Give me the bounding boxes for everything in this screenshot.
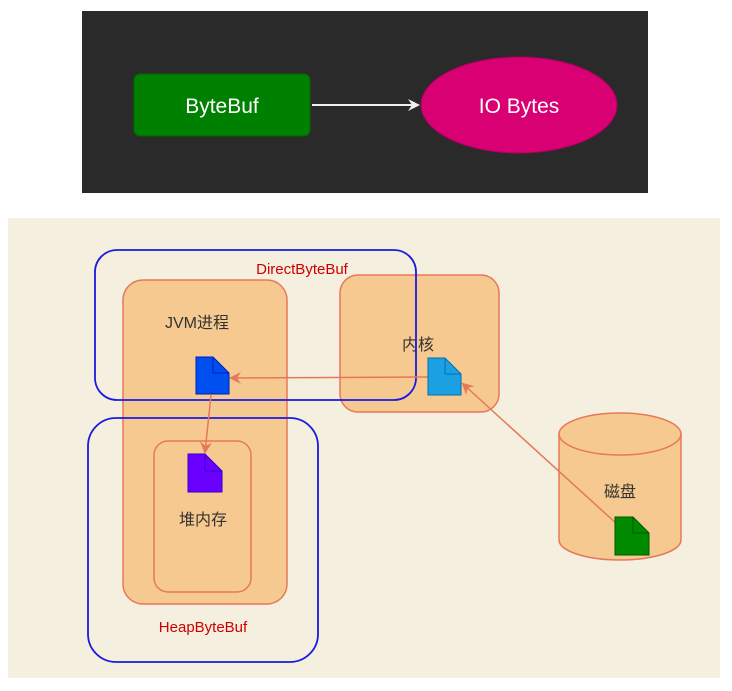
heap-bytebuf-label: HeapByteBuf [159, 619, 248, 636]
io-bytes-label: IO Bytes [479, 95, 560, 118]
heap-memory-label: 堆内存 [179, 511, 227, 529]
jvm-document-icon [195, 356, 230, 395]
disk-to-kernel-arrow [461, 382, 619, 526]
kernel-document-icon [427, 357, 462, 396]
direct-bytebuf-group: DirectByteBuf [94, 249, 417, 401]
heap-memory-container: 堆内存 [153, 440, 252, 593]
io-bytes-node: IO Bytes [420, 56, 618, 154]
heap-bytebuf-group: HeapByteBuf [87, 417, 319, 663]
disk-cylinder: 磁盘 [558, 412, 682, 561]
kernel-label: 内核 [402, 336, 434, 354]
jvm-process-label: JVM进程 [165, 314, 229, 332]
disk-document-icon [614, 516, 650, 556]
disk-label: 磁盘 [604, 482, 636, 501]
jvm-to-heap-arrow [200, 394, 213, 454]
kernel-container: 内核 [339, 274, 500, 413]
heap-document-icon [187, 453, 223, 493]
kernel-to-jvm-arrow [229, 371, 429, 384]
bytebuf-label: ByteBuf [185, 95, 259, 118]
direct-bytebuf-label: DirectByteBuf [256, 261, 349, 278]
bytebuf-node: ByteBuf [133, 73, 311, 137]
